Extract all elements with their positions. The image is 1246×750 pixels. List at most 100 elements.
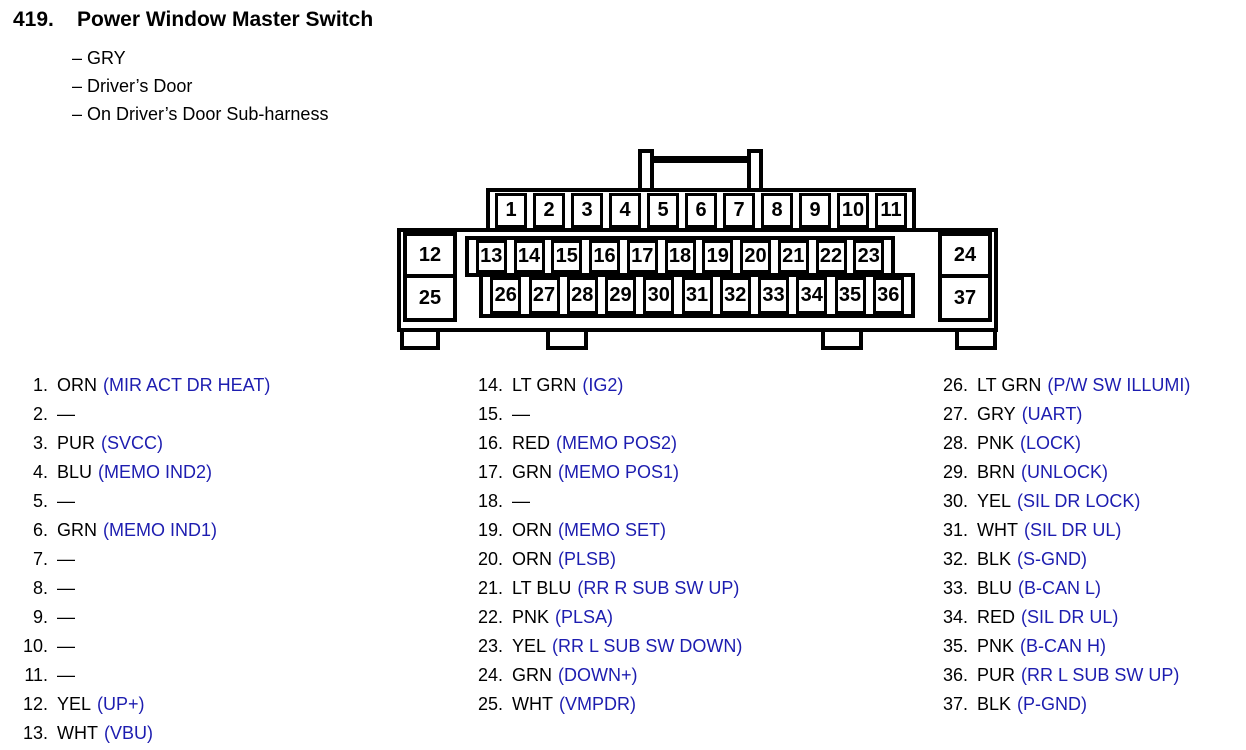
- pin-number: 34.: [942, 607, 968, 627]
- connector-pin-29: 29: [605, 277, 636, 314]
- connector-pin-18: 18: [664, 240, 696, 273]
- signal-name: (SIL DR UL): [1021, 607, 1119, 627]
- wire-color: BRN: [977, 462, 1016, 482]
- pin-entry: 29.BRN(UNLOCK): [938, 458, 1190, 487]
- connector-pin-27: 27: [528, 277, 560, 314]
- signal-name: (B-CAN H): [1020, 636, 1107, 656]
- wire-color: BLK: [977, 549, 1012, 569]
- signal-name: (PLSA): [555, 607, 614, 627]
- pin-number: 3.: [32, 433, 48, 453]
- wire-color: —: [57, 404, 75, 424]
- pin-entry: 27.GRY(UART): [938, 400, 1190, 429]
- pin-entry: 25.WHT(VMPDR): [473, 690, 742, 719]
- pin-list-column-1: 1.ORN(MIR ACT DR HEAT)2.—3.PUR(SVCC)4.BL…: [14, 371, 270, 748]
- pin-entry: 24.GRN(DOWN+): [473, 661, 742, 690]
- signal-name: (VBU): [103, 723, 153, 743]
- wire-color: PNK: [977, 636, 1015, 656]
- wire-color: WHT: [512, 694, 553, 714]
- signal-name: (P/W SW ILLUMI): [1047, 375, 1191, 395]
- component-details: – GRY – Driver’s Door – On Driver’s Door…: [72, 44, 328, 128]
- connector-pin-35: 35: [834, 277, 866, 314]
- pin-entry: 10.—: [14, 632, 270, 661]
- pin-number: 31.: [942, 520, 968, 540]
- pin-entry: 3.PUR(SVCC): [14, 429, 270, 458]
- pin-entry: 33.BLU(B-CAN L): [938, 574, 1190, 603]
- pin-entry: 9.—: [14, 603, 270, 632]
- wire-color: PNK: [977, 433, 1015, 453]
- signal-name: (VMPDR): [558, 694, 636, 714]
- pin-number: 15.: [477, 404, 503, 424]
- signal-name: (SIL DR UL): [1023, 520, 1122, 540]
- wire-color: ORN: [57, 375, 97, 395]
- pin-number: 33.: [942, 578, 968, 598]
- signal-name: (RR L SUB SW UP): [1021, 665, 1180, 685]
- wire-color: LT GRN: [512, 375, 577, 395]
- wire-color: —: [512, 491, 530, 511]
- pin-entry: 13.WHT(VBU): [14, 719, 270, 748]
- signal-name: (UP+): [97, 694, 145, 714]
- signal-name: (DOWN+): [558, 665, 638, 685]
- pin-number: 14.: [477, 375, 503, 395]
- pin-number: 24.: [477, 665, 503, 685]
- pin-entry: 11. —: [14, 661, 270, 690]
- wire-color: YEL: [512, 636, 547, 656]
- wire-color: —: [57, 578, 75, 598]
- pin-number: 8.: [32, 578, 48, 598]
- connector-latch-post-left: [638, 149, 654, 193]
- pin-number: 29.: [942, 462, 968, 482]
- wire-color: GRY: [977, 404, 1016, 424]
- pin-entry: 7.—: [14, 545, 270, 574]
- wire-color: LT GRN: [977, 375, 1042, 395]
- connector-pin-9: 9: [799, 193, 831, 228]
- signal-name: (SIL DR LOCK): [1017, 491, 1141, 511]
- pin-number: 23.: [477, 636, 503, 656]
- wire-color: BLU: [977, 578, 1013, 598]
- pin-list-column-3: 26.LT GRN(P/W SW ILLUMI)27.GRY(UART)28.P…: [938, 371, 1190, 719]
- pin-number: 21.: [477, 578, 503, 598]
- connector-pin-36: 36: [872, 277, 904, 314]
- pin-number: 22.: [477, 607, 503, 627]
- signal-name: (MEMO IND2): [98, 462, 213, 482]
- pin-number: 13.: [22, 723, 48, 743]
- connector-pin-28: 28: [566, 277, 598, 314]
- wire-color: BLU: [57, 462, 93, 482]
- pin-entry: 17.GRN(MEMO POS1): [473, 458, 742, 487]
- wire-color: —: [57, 549, 75, 569]
- wire-color: PUR: [57, 433, 96, 453]
- pin-entry: 30. YEL(SIL DR LOCK): [938, 487, 1190, 516]
- pin-number: 11.: [24, 665, 48, 685]
- wire-color: RED: [977, 607, 1016, 627]
- signal-name: (MEMO SET): [558, 520, 666, 540]
- pin-entry: 28.PNK(LOCK): [938, 429, 1190, 458]
- signal-name: (RR R SUB SW UP): [577, 578, 740, 598]
- wire-color: GRN: [512, 462, 552, 482]
- connector-pin-5: 5: [647, 193, 679, 228]
- pin-number: 32.: [942, 549, 968, 569]
- pin-number: 28.: [942, 433, 968, 453]
- page-title: Power Window Master Switch: [77, 8, 374, 31]
- connector-pin-8: 8: [761, 193, 793, 228]
- wire-color: —: [57, 665, 75, 685]
- connector-pin-25: 25: [403, 274, 457, 322]
- signal-name: (PLSB): [558, 549, 617, 569]
- pin-entry: 15.—: [473, 400, 742, 429]
- pin-list-column-2: 14.LT GRN(IG2)15.—16.RED(MEMO POS2)17.GR…: [473, 371, 742, 719]
- pin-number: 19.: [477, 520, 503, 540]
- wire-color: YEL: [977, 491, 1012, 511]
- wire-color: —: [57, 636, 75, 656]
- wire-color: —: [57, 491, 75, 511]
- pin-entry: 36.PUR(RR L SUB SW UP): [938, 661, 1190, 690]
- pin-entry: 5.—: [14, 487, 270, 516]
- wire-color: PNK: [512, 607, 550, 627]
- pin-number: 2.: [32, 404, 48, 424]
- signal-name: (P-GND): [1017, 694, 1088, 714]
- connector-pin-13: 13: [475, 240, 507, 273]
- pin-number: 4.: [32, 462, 48, 482]
- pin-entry: 23.YEL(RR L SUB SW DOWN): [473, 632, 742, 661]
- connector-mount-tab: [546, 332, 588, 350]
- pin-number: 30.: [942, 491, 968, 511]
- connector-latch-bar: [645, 156, 755, 163]
